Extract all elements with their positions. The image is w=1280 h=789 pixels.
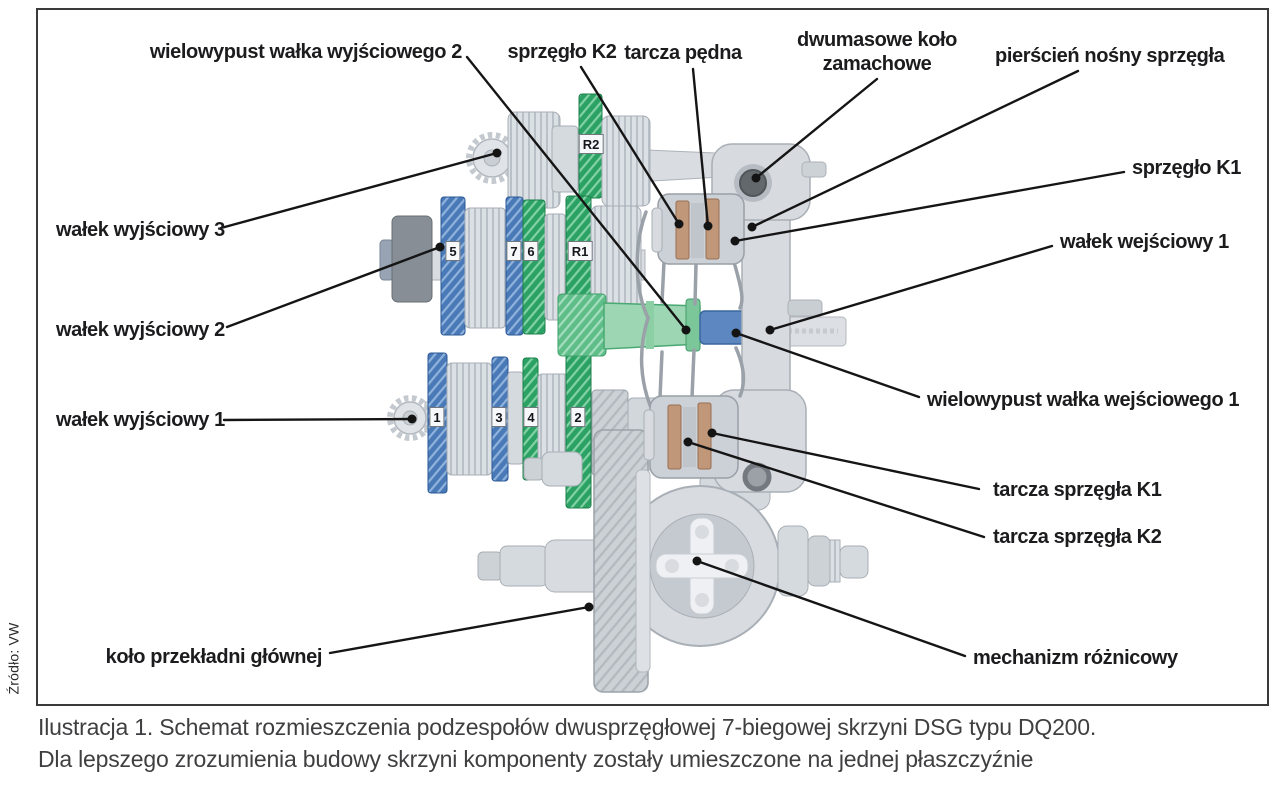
callout-kolo-przekladni-glownej: koło przekładni głównej — [105, 646, 323, 668]
final-drive-differential — [477, 429, 869, 693]
callout-sprzeglo-k1: sprzęgło K1 — [1132, 157, 1241, 179]
callout-sprzeglo-k2: sprzęgło K2 — [507, 41, 617, 63]
figure-caption: Ilustracja 1. Schemat rozmieszczenia pod… — [38, 711, 1268, 775]
callout-leader-lines — [219, 55, 1126, 658]
callout-mechanizm-roznicowy: mechanizm różnicowy — [973, 647, 1178, 669]
callout-dwumasowe-line-1: dwumasowe koło — [797, 29, 957, 51]
gear-tag-r2: R2 — [578, 134, 604, 154]
source-credit: Źródło: VW — [5, 622, 22, 695]
gear-tag-6: 6 — [523, 241, 539, 261]
callout-dots — [407, 148, 775, 612]
output-shaft-2 — [379, 195, 646, 336]
callout-tarcza-sprzegla-k1: tarcza sprzęgła K1 — [993, 479, 1162, 501]
gear-tag-5: 5 — [445, 241, 461, 261]
gear-tag-2: 2 — [570, 407, 586, 427]
callout-dwumasowe-kolo-zamachowe: dwumasowe koło zamachowe — [797, 28, 957, 76]
gear-tag-7: 7 — [506, 241, 522, 261]
gear-tag-1: 1 — [429, 407, 445, 427]
callout-wielowypust-walka-wejsciowego-1: wielowypust wałka wejściowego 1 — [927, 389, 1240, 411]
callout-walek-wyjsciowy-2: wałek wyjściowy 2 — [56, 319, 225, 341]
gear-tag-3: 3 — [491, 407, 507, 427]
figure-caption-line-2: Dla lepszego zrozumienia budowy skrzyni … — [38, 746, 1034, 772]
callout-wielowypust-walka-wyjsciowego-2: wielowypust wałka wyjściowego 2 — [149, 41, 463, 63]
callout-pierscien-nosny-sprzegla: pierścień nośny sprzęgła — [995, 45, 1225, 67]
gear-tag-4: 4 — [523, 407, 539, 427]
callout-tarcza-pedna: tarcza pędna — [624, 42, 742, 64]
callout-walek-wyjsciowy-3: wałek wyjściowy 3 — [56, 219, 225, 241]
figure-caption-line-1: Ilustracja 1. Schemat rozmieszczenia pod… — [38, 714, 1097, 740]
callout-walek-wejsciowy-1: wałek wejściowy 1 — [1060, 231, 1229, 253]
callout-tarcza-sprzegla-k2: tarcza sprzęgła K2 — [993, 526, 1162, 548]
callout-dwumasowe-line-2: zamachowe — [822, 53, 932, 75]
callout-walek-wyjsciowy-1: wałek wyjściowy 1 — [56, 409, 225, 431]
gear-tag-r1: R1 — [567, 241, 593, 261]
